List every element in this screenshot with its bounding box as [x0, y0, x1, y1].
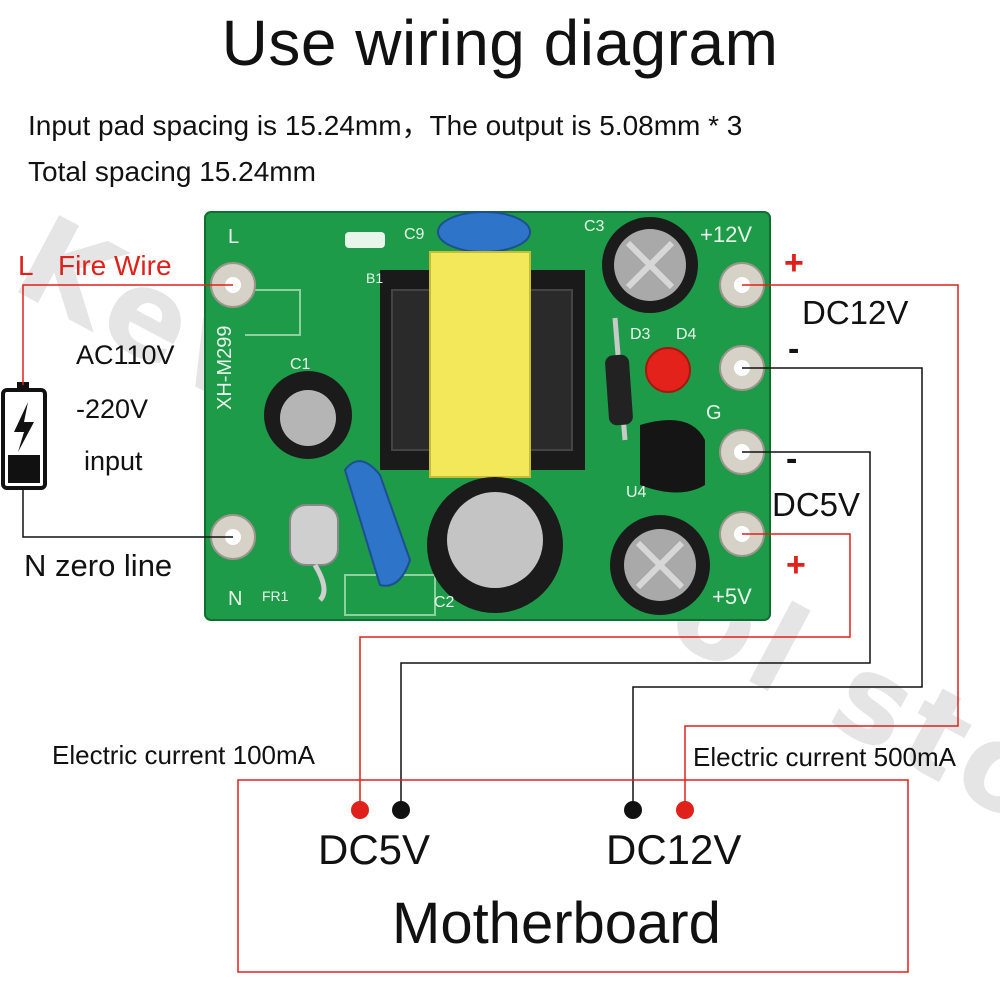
out-dc5v-label: DC5V — [772, 486, 861, 523]
regulator-u4 — [640, 420, 705, 493]
ac-voltage-label-3: input — [84, 446, 143, 476]
silk-c1: C1 — [290, 356, 311, 373]
capacitor-c9 — [437, 211, 531, 253]
spec-pad-spacing: Input pad spacing is 15.24mm，The output … — [28, 110, 743, 141]
terminal-12v-minus — [624, 801, 642, 819]
silk-b1: B1 — [366, 270, 384, 286]
out-12v-minus-sign: - — [788, 330, 800, 368]
silk-pad-5v: +5V — [712, 584, 752, 609]
fuse-fr1 — [289, 504, 339, 602]
terminal-5v-minus — [392, 801, 410, 819]
input-wires — [22, 284, 233, 538]
diagram-title: Use wiring diagram — [221, 7, 779, 79]
led-d4 — [645, 347, 691, 393]
silk-c2: C2 — [434, 594, 455, 611]
ac-voltage-label-1: AC110V — [76, 340, 175, 370]
ac-voltage-label-2: -220V — [76, 394, 149, 424]
silk-fr1: FR1 — [262, 588, 289, 604]
silk-model: XH-M299 — [214, 325, 236, 410]
out-5v-plus-sign: + — [786, 546, 806, 584]
mb-dc5v-label: DC5V — [318, 826, 431, 873]
silk-c9: C9 — [404, 226, 425, 243]
silk-pad-12v: +12V — [700, 222, 752, 247]
current-left-label: Electric current 100mA — [52, 740, 315, 770]
spec-total-spacing: Total spacing 15.24mm — [28, 156, 316, 187]
silk-d3: D3 — [630, 326, 651, 343]
silk-c3: C3 — [584, 218, 605, 235]
battery-icon — [1, 382, 47, 490]
silk-u4: U4 — [626, 484, 647, 501]
output-wires — [359, 284, 959, 805]
capacitor-blue — [343, 460, 412, 587]
transformer-bobbin — [429, 251, 531, 478]
silk-d4: D4 — [676, 326, 697, 343]
fire-l-label: L — [18, 250, 34, 281]
fire-wire-label: Fire Wire — [58, 250, 172, 281]
mb-dc12v-label: DC12V — [606, 826, 742, 873]
silk-pad-n: N — [228, 588, 243, 610]
out-12v-plus-sign: + — [784, 244, 804, 282]
pcb-board — [204, 211, 771, 621]
diode-d3 — [605, 317, 633, 441]
silk-pad-l: L — [228, 226, 240, 248]
terminal-12v-plus — [676, 801, 694, 819]
terminal-5v-plus — [351, 801, 369, 819]
silk-pad-g: G — [706, 402, 722, 424]
current-right-label: Electric current 500mA — [693, 742, 956, 772]
zero-line-label: N zero line — [24, 548, 173, 583]
motherboard-box — [237, 779, 909, 973]
out-dc12v-label: DC12V — [802, 294, 909, 331]
out-5v-minus-sign: - — [786, 440, 798, 478]
mb-title: Motherboard — [392, 891, 721, 956]
